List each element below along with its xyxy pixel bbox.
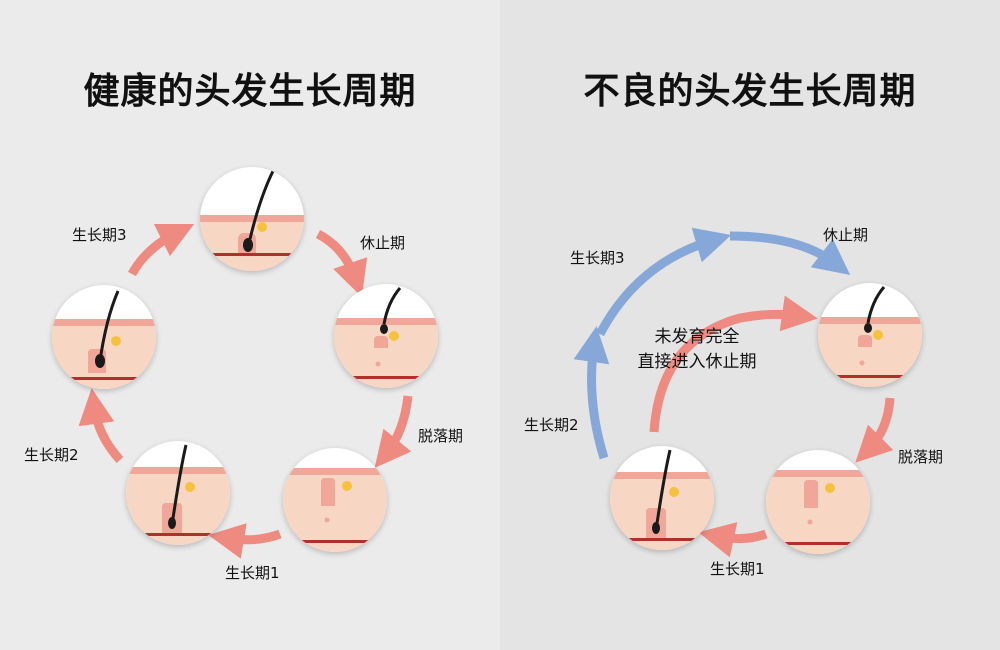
stage-anagen1-circle xyxy=(126,441,230,545)
stage-anagen2-circle xyxy=(52,285,156,389)
hair-follicle-icon xyxy=(283,468,387,552)
arrow-shedding-to-anagen1 xyxy=(208,523,282,559)
unhealthy-cycle-title: 不良的头发生长周期 xyxy=(583,71,917,112)
note-line-2: 直接进入休止期 xyxy=(637,352,757,372)
label-telogen: 休止期 xyxy=(823,226,869,244)
label-shedding: 脱落期 xyxy=(418,427,464,445)
premature-telogen-note: 未发育完全 直接进入休止期 xyxy=(612,325,782,375)
healthy-cycle-panel: 健康的头发生长周期 生长期3 休止期 脱落期 生长期2 生长期1 xyxy=(0,0,500,650)
hair-follicle-icon xyxy=(200,168,304,271)
label-telogen: 休止期 xyxy=(360,234,406,252)
note-line-1: 未发育完全 xyxy=(654,327,740,347)
unhealthy-cycle-arrows xyxy=(573,227,895,558)
arrow-anagen2-to-anagen3 xyxy=(128,223,195,277)
label-anagen3: 生长期3 xyxy=(72,226,127,244)
hair-follicle-icon xyxy=(126,444,230,545)
arrow-anagen1-to-anagen2 xyxy=(573,326,610,460)
stage-shedding-circle xyxy=(283,448,387,552)
arrow-anagen3-to-telogen xyxy=(729,231,851,276)
arrow-anagen2-to-anagen3 xyxy=(596,227,732,337)
label-anagen3: 生长期3 xyxy=(570,249,625,267)
healthy-cycle-arrows xyxy=(78,223,413,559)
stage-anagen1-circle xyxy=(610,446,714,550)
hair-follicle-icon xyxy=(818,286,922,387)
label-anagen1: 生长期1 xyxy=(225,564,280,582)
label-anagen1: 生长期1 xyxy=(710,560,765,578)
arrow-anagen1-to-telogen-shortcut xyxy=(649,295,818,433)
stage-telogen-circle xyxy=(334,284,438,388)
healthy-cycle-title: 健康的头发生长周期 xyxy=(83,71,417,112)
hair-follicle-icon xyxy=(334,287,438,388)
stage-shedding-circle xyxy=(766,450,870,554)
label-anagen2: 生长期2 xyxy=(24,446,79,464)
arrow-telogen-to-shedding xyxy=(374,395,413,468)
unhealthy-cycle-panel: 不良的头发生长周期 生长期3 休止期 脱落期 生长期2 生长期1 未发育完全 直… xyxy=(500,0,1000,650)
stage-anagen3-circle xyxy=(200,167,304,271)
hair-follicle-icon xyxy=(610,449,714,550)
label-shedding: 脱落期 xyxy=(898,448,944,466)
hair-follicle-icon xyxy=(52,290,156,389)
arrow-anagen3-to-telogen xyxy=(315,230,368,298)
arrow-telogen-to-shedding xyxy=(855,397,895,463)
label-anagen2: 生长期2 xyxy=(524,416,579,434)
stage-telogen-circle xyxy=(818,283,922,387)
arrow-shedding-to-anagen1 xyxy=(698,522,768,558)
arrow-anagen1-to-anagen2 xyxy=(78,388,124,464)
hair-follicle-icon xyxy=(766,470,870,554)
